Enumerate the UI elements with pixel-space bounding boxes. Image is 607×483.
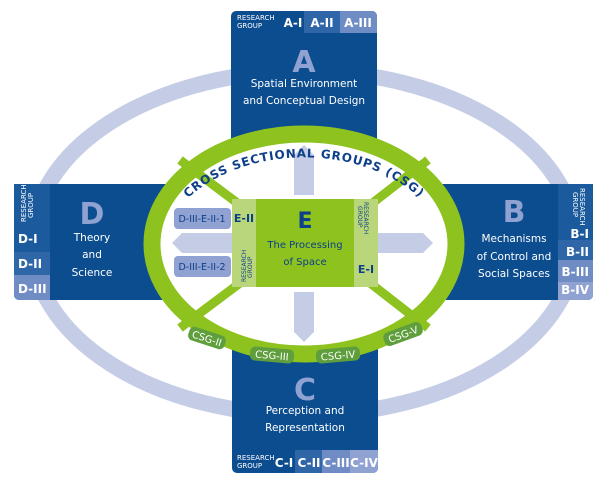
link-pill-2[interactable]: [174, 256, 231, 277]
e-title-line2: of Space: [283, 257, 326, 268]
b-title-line3: Social Spaces: [478, 268, 550, 280]
letter-e: E: [297, 209, 312, 234]
link-pill-1[interactable]: [174, 208, 231, 229]
group-a-i[interactable]: A-I: [284, 16, 303, 30]
box-b[interactable]: RESEARCH GROUP B-I B-II B-III B-IV B Mec…: [434, 184, 593, 300]
research-group-label: RESEARCH: [578, 188, 586, 226]
csg-iv[interactable]: CSG-IV: [320, 349, 355, 363]
arrow-up-icon: [294, 145, 314, 195]
group-a-ii[interactable]: A-II: [310, 16, 333, 30]
group-c-iv[interactable]: C-IV: [350, 456, 379, 470]
group-d-i[interactable]: D-I: [18, 232, 38, 246]
group-e-ii[interactable]: E-II: [234, 212, 254, 225]
letter-d: D: [80, 197, 105, 232]
d-title-line3: Science: [72, 267, 113, 279]
letter-c: C: [294, 373, 316, 408]
research-group-label: GROUP: [27, 193, 35, 218]
group-b-ii[interactable]: B-II: [566, 245, 589, 259]
research-group-label: GROUP: [237, 22, 262, 30]
group-b-iv[interactable]: B-IV: [561, 283, 590, 297]
csg-labels: CSG-II CSG-III CSG-IV CSG-V: [188, 321, 423, 364]
c-title-line2: Representation: [265, 422, 345, 434]
link-label-2: D-III-E-II-2: [178, 262, 225, 273]
box-a[interactable]: RESEARCH GROUP A-I A-II A-III A Spatial …: [231, 11, 377, 149]
arrows: [172, 145, 433, 342]
arrow-right-icon: [378, 233, 433, 253]
a-title-line1: Spatial Environment: [251, 78, 358, 90]
research-group-label: GROUP: [356, 206, 363, 228]
c-title-line1: Perception and: [266, 405, 345, 417]
research-group-label: RESEARCH: [20, 184, 28, 222]
research-group-label: GROUP: [237, 462, 262, 470]
link-label-1: D-III-E-II-1: [178, 214, 225, 225]
research-group-label: GROUP: [247, 256, 254, 278]
group-b-iii[interactable]: B-III: [561, 265, 589, 279]
group-b-i[interactable]: B-I: [570, 227, 589, 241]
d-title-line1: Theory: [73, 232, 110, 244]
research-group-label: RESEARCH: [362, 202, 369, 234]
group-c-iii[interactable]: C-III: [322, 456, 349, 470]
group-a-iii[interactable]: A-III: [344, 16, 372, 30]
group-d-iii[interactable]: D-III: [18, 282, 47, 296]
box-c[interactable]: RESEARCH GROUP C-I C-II C-III C-IV C Per…: [232, 335, 379, 473]
group-d-ii[interactable]: D-II: [18, 257, 42, 271]
arrow-left-icon: [172, 233, 232, 253]
group-e-i[interactable]: E-I: [358, 263, 374, 276]
csg-iii[interactable]: CSG-III: [255, 350, 289, 364]
letter-b: B: [503, 195, 526, 230]
a-title-line2: and Conceptual Design: [243, 95, 365, 107]
letter-a: A: [292, 45, 316, 80]
group-c-ii[interactable]: C-II: [298, 456, 321, 470]
d-title-line2: and: [82, 249, 102, 261]
box-d[interactable]: RESEARCH GROUP D-I D-II D-III D Theory a…: [14, 184, 174, 300]
group-c-i[interactable]: C-I: [275, 456, 294, 470]
research-group-label: RESEARCH: [237, 454, 275, 462]
research-group-label: GROUP: [571, 192, 579, 217]
arrow-down-icon: [294, 292, 314, 342]
box-e[interactable]: E-II RESEARCH GROUP E-I RESEARCH GROUP E…: [232, 199, 378, 287]
e-title-line1: The Processing: [266, 240, 342, 251]
research-group-label: RESEARCH: [241, 250, 248, 282]
research-group-label: RESEARCH: [237, 14, 275, 22]
b-title-line2: of Control and: [477, 251, 552, 263]
csg-ring: [143, 125, 465, 363]
b-title-line1: Mechanisms: [481, 233, 546, 245]
